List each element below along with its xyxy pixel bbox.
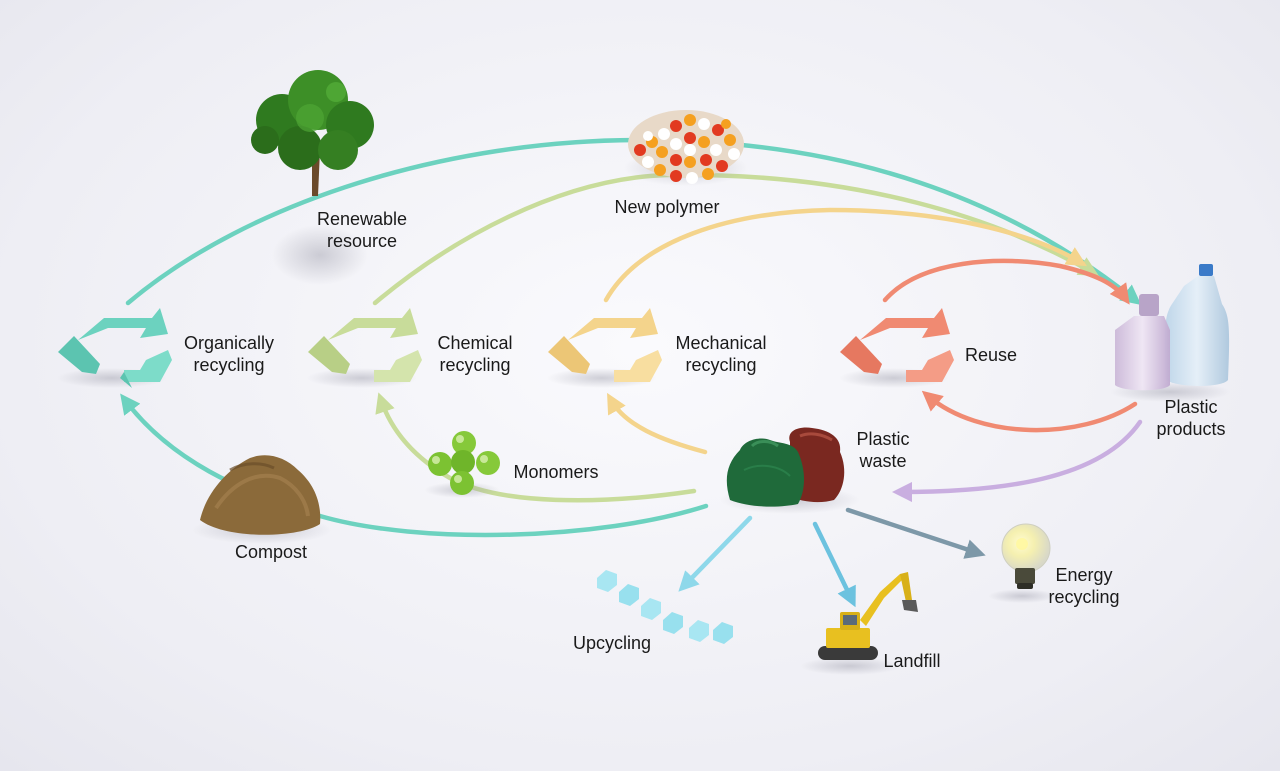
label-energy-recycling-line1: Energy xyxy=(1055,565,1113,585)
chemical-recycle-icon xyxy=(307,308,422,388)
label-plastic-waste-line2: waste xyxy=(859,451,907,471)
label-plastic-products: Plastic products xyxy=(1156,396,1225,440)
reuse-recycle-icon xyxy=(839,308,954,388)
arc-mechanical-to-products xyxy=(603,207,1087,303)
compost-pile-icon xyxy=(192,455,332,544)
label-plastic-products-line1: Plastic xyxy=(1164,397,1218,417)
mechanical-recycle-icon xyxy=(547,308,662,388)
light-bulb-icon xyxy=(988,523,1056,603)
label-plastic-products-line2: products xyxy=(1156,419,1226,439)
arc-waste-to-mechanical xyxy=(607,392,708,455)
label-chemical-recycling: Chemical recycling xyxy=(437,332,512,376)
arrow-waste-to-landfill xyxy=(812,521,856,608)
label-mechanical-recycling-line2: recycling xyxy=(685,355,757,375)
label-reuse: Reuse xyxy=(964,345,1018,365)
bottles-icon xyxy=(1110,264,1230,402)
arc-waste-to-chemical xyxy=(375,392,697,503)
label-organically-recycling: Organically recycling xyxy=(184,332,274,376)
label-organically-recycling-line1: Organically xyxy=(183,333,275,353)
arc-chemical-to-products xyxy=(372,172,1100,306)
arc-products-to-reuse xyxy=(921,390,1138,433)
label-plastic-waste: Plastic waste xyxy=(856,428,909,472)
label-chemical-recycling-line1: Chemical xyxy=(437,333,513,353)
label-mechanical-recycling: Mechanical recycling xyxy=(675,332,766,376)
arc-products-to-waste xyxy=(891,419,1143,503)
garbage-bags-icon xyxy=(720,427,860,514)
label-landfill: Landfill xyxy=(883,651,941,671)
label-upcycling: Upcycling xyxy=(572,633,652,653)
label-new-polymer: New polymer xyxy=(614,197,720,217)
label-mechanical-recycling-line1: Mechanical xyxy=(675,333,767,353)
label-energy-recycling-line2: recycling xyxy=(1048,587,1120,607)
label-monomers: Monomers xyxy=(513,462,599,482)
label-renewable-resource-line1: Renewable xyxy=(316,209,408,229)
label-compost: Compost xyxy=(234,542,308,562)
arc-reuse-to-products xyxy=(882,258,1130,305)
label-organically-recycling-line2: recycling xyxy=(193,355,265,375)
organic-recycle-icon xyxy=(57,308,172,388)
hexagon-chain-icon xyxy=(597,570,733,644)
arc-waste-to-organic xyxy=(120,393,709,538)
arrow-waste-to-energy xyxy=(845,507,986,559)
label-chemical-recycling-line2: recycling xyxy=(439,355,511,375)
excavator-icon xyxy=(800,572,918,675)
label-renewable-resource-line2: resource xyxy=(326,231,398,251)
label-energy-recycling: Energy recycling xyxy=(1048,564,1119,608)
label-renewable-resource: Renewable resource xyxy=(317,208,407,252)
monomer-spheres-icon xyxy=(424,431,500,498)
polymer-beads-icon xyxy=(624,110,748,186)
tree-icon xyxy=(251,70,374,285)
label-plastic-waste-line1: Plastic xyxy=(856,429,910,449)
arrow-waste-to-upcycling xyxy=(678,515,753,592)
